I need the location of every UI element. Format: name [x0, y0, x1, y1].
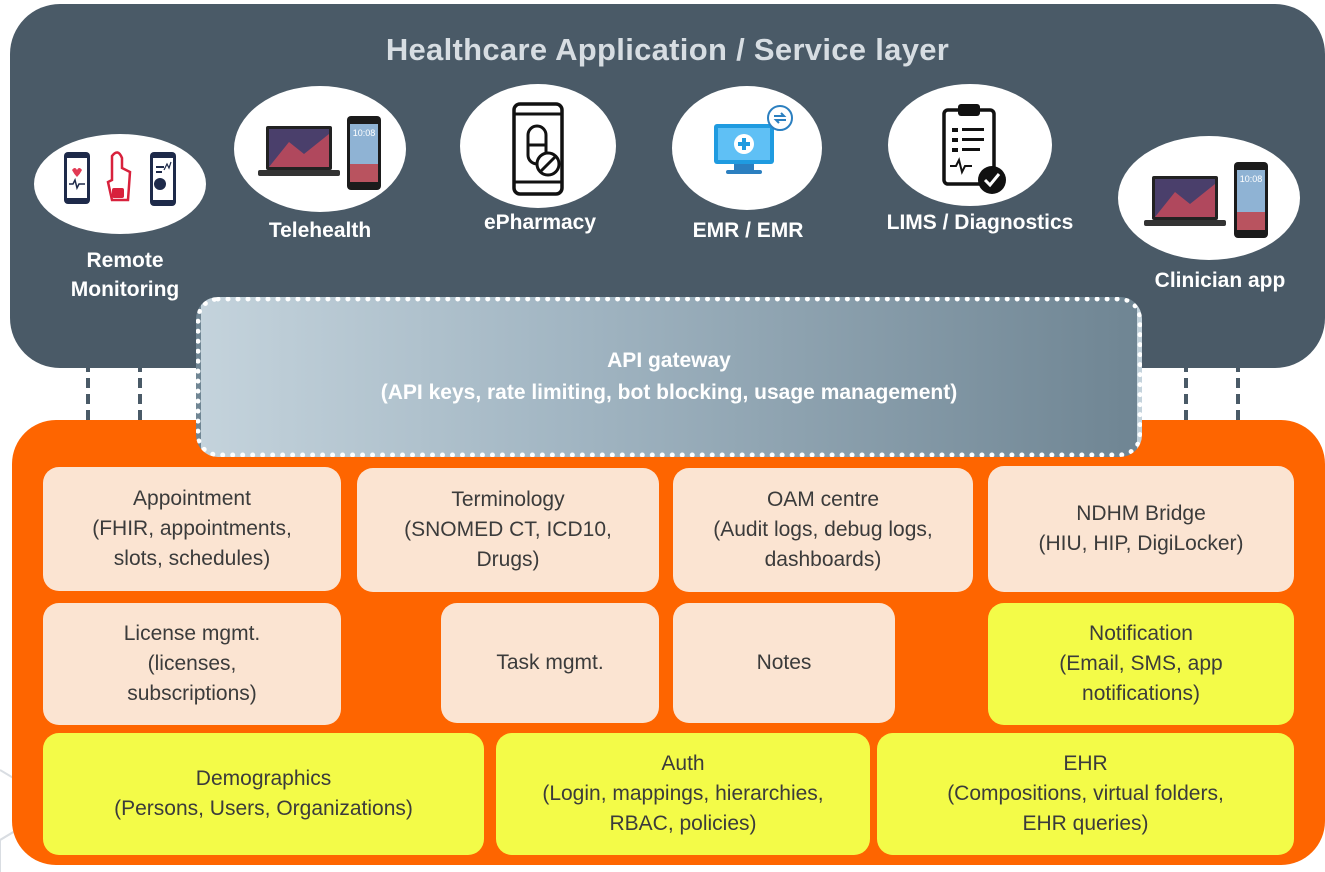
notification-title: Notification — [1089, 622, 1193, 645]
laptop-phone-icon: 10:08 — [258, 116, 381, 190]
ehr-detail-line1: (Compositions, virtual folders, — [947, 782, 1224, 805]
notification-detail-line1: (Email, SMS, app — [1059, 652, 1223, 675]
oam-centre-detail-line2: dashboards) — [764, 548, 882, 571]
notification-service-box[interactable]: Notification (Email, SMS, app notificati… — [988, 603, 1294, 725]
clinician-app-label: Clinician app — [1154, 269, 1286, 292]
terminology-service-box[interactable]: Terminology (SNOMED CT, ICD10, Drugs) — [357, 468, 659, 592]
oam-centre-title: OAM centre — [766, 488, 880, 511]
laptop-phone-icon: 10:08 — [1144, 162, 1268, 238]
ehr-detail-line2: EHR queries) — [1022, 812, 1149, 835]
oam-centre-detail-line1: (Audit logs, debug logs, — [713, 518, 933, 541]
emr-oval[interactable] — [672, 86, 822, 210]
ehr-title: EHR — [1063, 752, 1108, 775]
lims-label: LIMS / Diagnostics — [886, 211, 1074, 234]
clipboard-check-icon — [942, 104, 1006, 194]
license-mgmt-detail-line1: (licenses, — [147, 652, 237, 675]
clinician-app-oval[interactable]: 10:08 — [1118, 136, 1300, 260]
pill-phone-icon — [512, 102, 564, 196]
demographics-service-box[interactable]: Demographics (Persons, Users, Organizati… — [43, 733, 484, 855]
service-layer-title: Healthcare Application / Service layer — [385, 32, 950, 67]
lims-oval[interactable] — [888, 84, 1052, 206]
ndhm-bridge-detail: (HIU, HIP, DigiLocker) — [1038, 532, 1244, 555]
auth-detail-line2: RBAC, policies) — [609, 812, 757, 835]
api-gateway-box[interactable]: API gateway (API keys, rate limiting, bo… — [196, 297, 1142, 457]
task-mgmt-service-box[interactable]: Task mgmt. — [441, 603, 659, 723]
appointment-title: Appointment — [133, 487, 251, 510]
terminology-detail-line1: (SNOMED CT, ICD10, — [404, 518, 612, 541]
api-gateway-detail: (API keys, rate limiting, bot blocking, … — [380, 381, 958, 404]
license-mgmt-detail-line2: subscriptions) — [127, 682, 257, 705]
terminology-detail-line2: Drugs) — [476, 548, 540, 571]
task-mgmt-title: Task mgmt. — [496, 651, 604, 674]
remote-monitoring-oval[interactable] — [34, 134, 206, 234]
phone-clock-text: 10:08 — [353, 128, 376, 138]
notes-service-box[interactable]: Notes — [673, 603, 895, 723]
ehr-service-box[interactable]: EHR (Compositions, virtual folders, EHR … — [877, 733, 1294, 855]
license-mgmt-service-box[interactable]: License mgmt. (licenses, subscriptions) — [43, 603, 341, 725]
remote-monitoring-label-line1: Remote — [86, 249, 164, 272]
emr-label: EMR / EMR — [692, 219, 804, 242]
ndhm-bridge-title: NDHM Bridge — [1076, 502, 1206, 525]
license-mgmt-title: License mgmt. — [123, 622, 261, 645]
remote-monitoring-label-line2: Monitoring — [70, 278, 180, 301]
epharmacy-oval[interactable] — [460, 84, 616, 208]
notification-detail-line2: notifications) — [1082, 682, 1200, 705]
auth-service-box[interactable]: Auth (Login, mappings, hierarchies, RBAC… — [496, 733, 870, 855]
telehealth-oval[interactable]: 10:08 — [234, 86, 406, 212]
remote-monitoring-icon — [64, 151, 176, 206]
appointment-detail-line1: (FHIR, appointments, — [92, 517, 292, 540]
auth-title: Auth — [661, 752, 705, 775]
appointment-service-box[interactable]: Appointment (FHIR, appointments, slots, … — [43, 467, 341, 591]
ndhm-bridge-service-box[interactable]: NDHM Bridge (HIU, HIP, DigiLocker) — [988, 466, 1294, 592]
telehealth-label: Telehealth — [268, 219, 372, 242]
remote-monitoring-label: Remote Monitoring — [60, 246, 190, 304]
api-gateway-title: API gateway — [607, 349, 731, 372]
notes-title: Notes — [756, 651, 812, 674]
auth-detail-line1: (Login, mappings, hierarchies, — [542, 782, 824, 805]
demographics-detail: (Persons, Users, Organizations) — [114, 797, 413, 820]
epharmacy-label: ePharmacy — [483, 211, 597, 234]
oam-centre-service-box[interactable]: OAM centre (Audit logs, debug logs, dash… — [673, 468, 973, 592]
medical-monitor-icon — [714, 105, 793, 174]
appointment-detail-line2: slots, schedules) — [113, 547, 271, 570]
terminology-title: Terminology — [451, 488, 565, 511]
phone-clock-text: 10:08 — [1240, 174, 1263, 184]
demographics-title: Demographics — [195, 767, 332, 790]
